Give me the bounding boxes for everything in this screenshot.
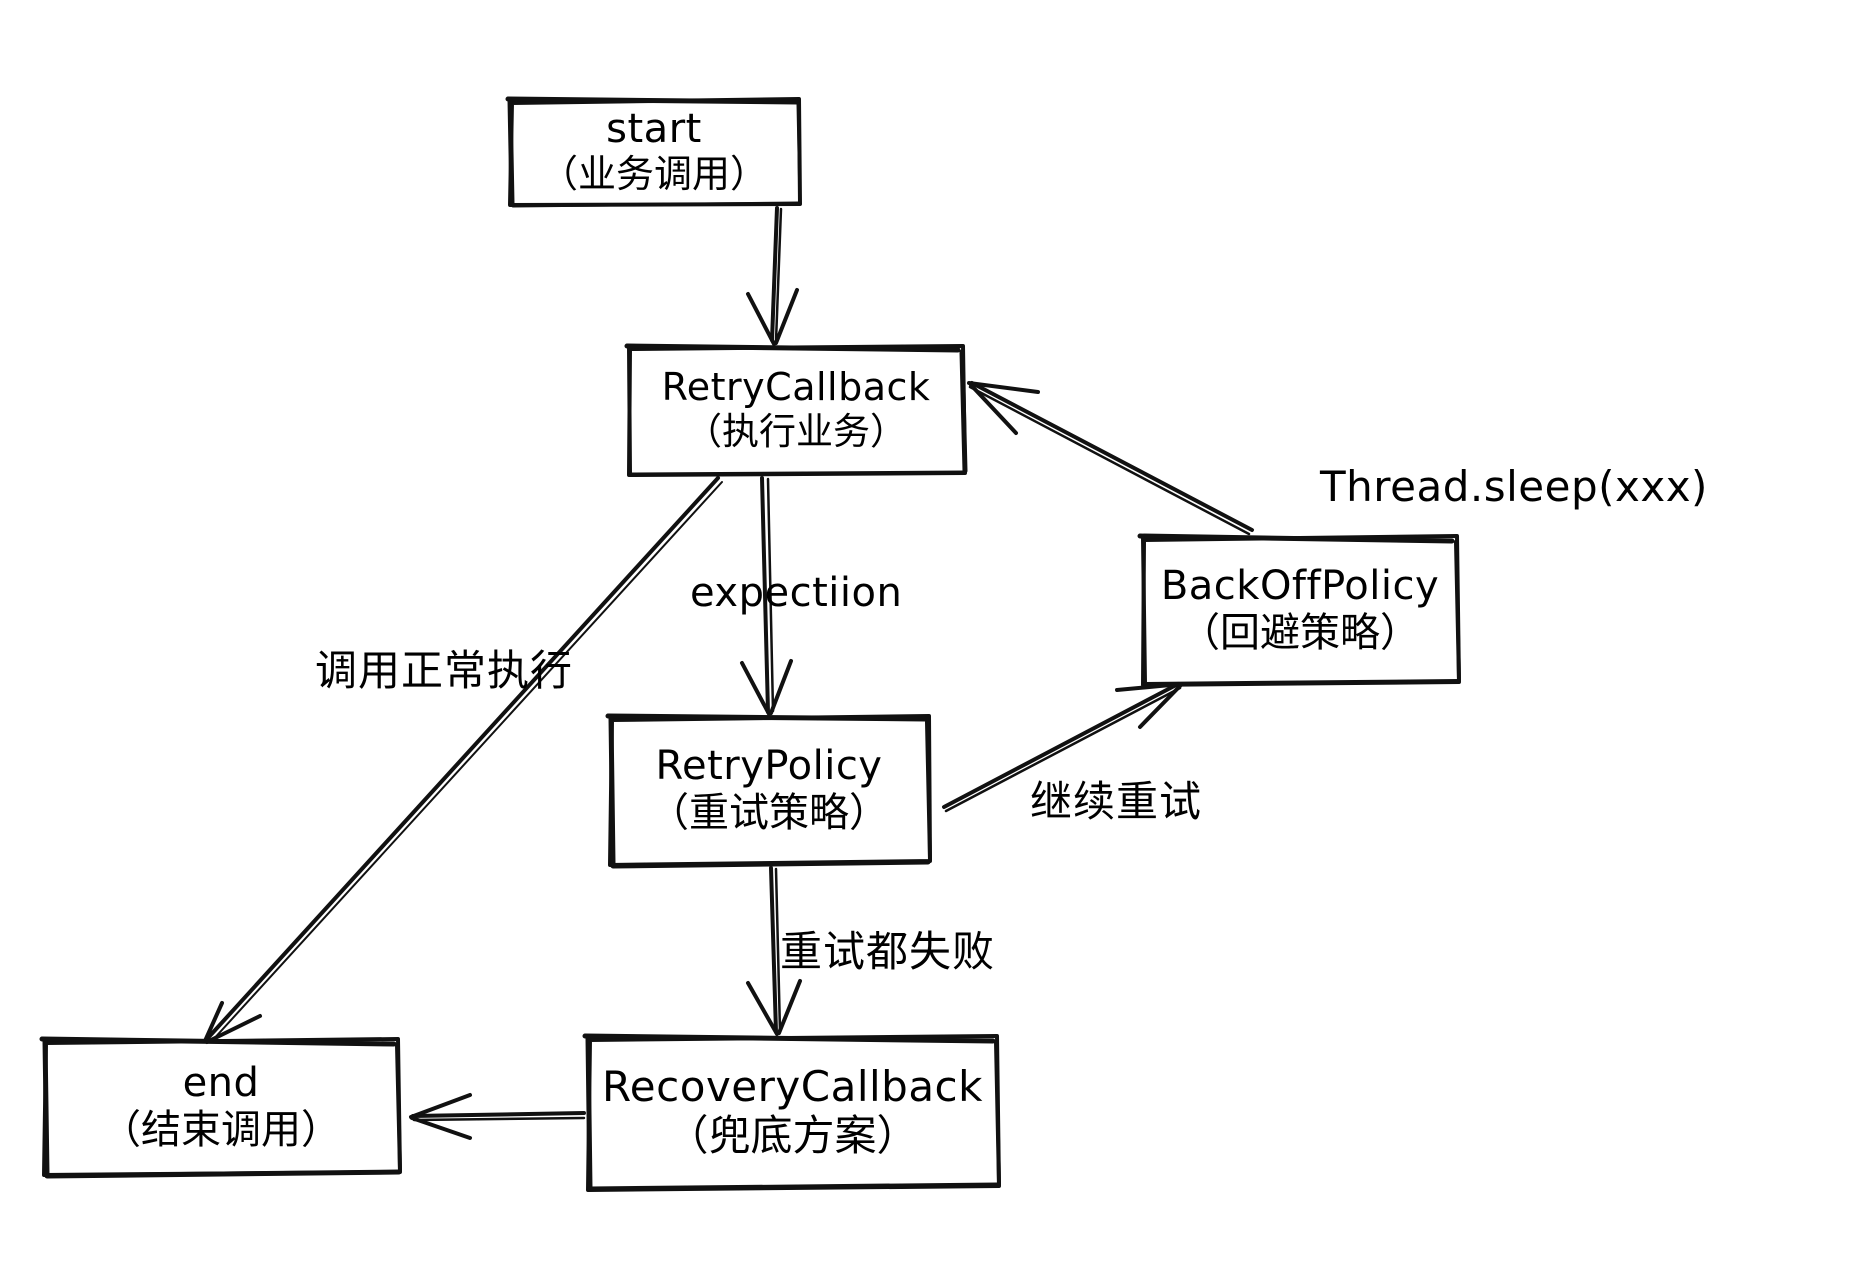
edge-retry-callback-to-end (203, 476, 723, 1044)
edge-recovery-callback-to-end (409, 1093, 586, 1140)
node-box-retry-callback[interactable] (624, 343, 968, 477)
node-box-start[interactable] (505, 96, 802, 208)
node-box-end[interactable] (39, 1036, 402, 1179)
node-box-recovery-callback[interactable] (582, 1033, 1001, 1192)
edge-retry-policy-to-backoff-policy (942, 682, 1183, 813)
edge-retry-policy-to-recovery-callback (746, 866, 802, 1036)
node-box-retry-policy[interactable] (605, 713, 932, 869)
edge-backoff-policy-to-retry-callback (967, 381, 1254, 536)
edge-retry-callback-to-retry-policy (740, 476, 793, 716)
edge-start-to-retry-callback (746, 206, 799, 346)
node-box-backoff-policy[interactable] (1137, 533, 1461, 687)
